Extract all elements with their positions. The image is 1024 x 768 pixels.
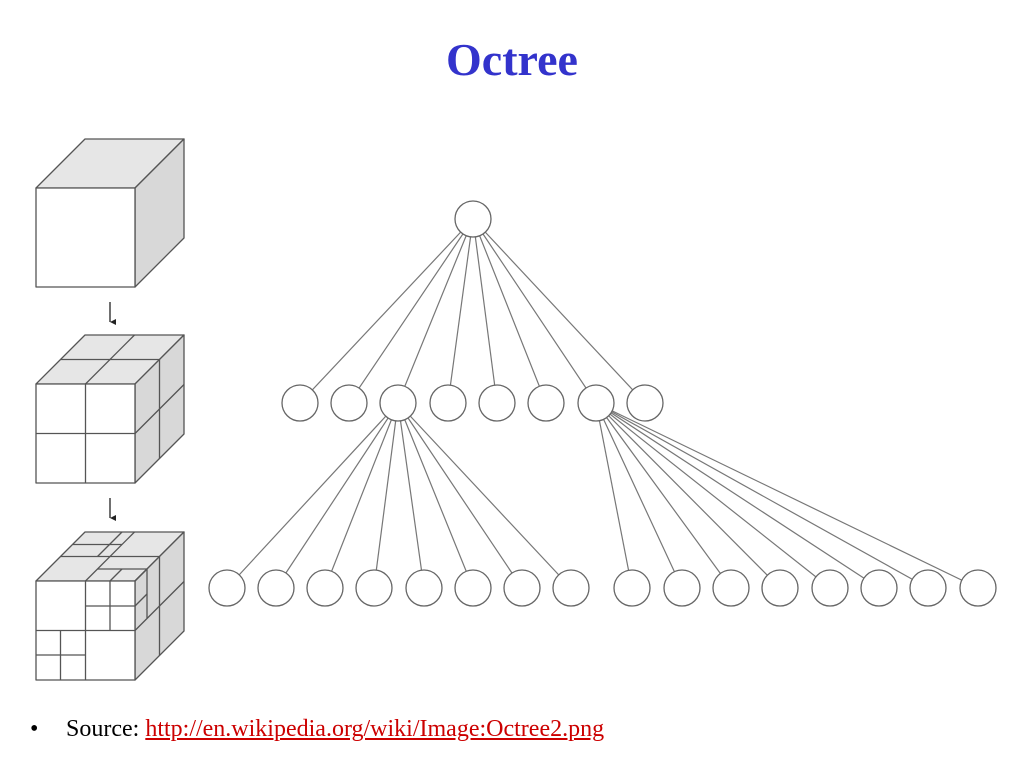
source-label: Source: [66,716,140,742]
level2-node-1 [208,569,246,607]
bullet-point: • [30,716,39,742]
level2-node-10 [663,569,701,607]
level1-node-2 [330,384,368,422]
level2-node-9 [613,569,651,607]
level2-node-2 [257,569,295,607]
level1-node-6 [527,384,565,422]
level2-node-16 [959,569,997,607]
level1-node-8 [626,384,664,422]
level1-node-3 [379,384,417,422]
level2-node-15 [909,569,947,607]
level2-node-7 [503,569,541,607]
cube-level-2 [35,531,185,681]
level1-node-7 [577,384,615,422]
level2-node-3 [306,569,344,607]
source-line: • Source: http://en.wikipedia.org/wiki/Im… [30,716,604,743]
tree-edges [226,218,979,589]
level2-node-11 [712,569,750,607]
level2-node-12 [761,569,799,607]
cube-level-0 [35,138,185,288]
slide-title: Octree [446,34,578,85]
level2-node-13 [811,569,849,607]
level2-node-6 [454,569,492,607]
level2-node-8 [552,569,590,607]
level1-node-1 [281,384,319,422]
source-link[interactable]: http://en.wikipedia.org/wiki/Image:Octre… [145,716,605,742]
cube-level-1 [35,334,185,484]
level1-node-4 [429,384,467,422]
level1-node-5 [478,384,516,422]
level2-node-14 [860,569,898,607]
tree-nodes [208,200,997,607]
level2-node-4 [355,569,393,607]
level2-node-5 [405,569,443,607]
root-node [454,200,492,238]
